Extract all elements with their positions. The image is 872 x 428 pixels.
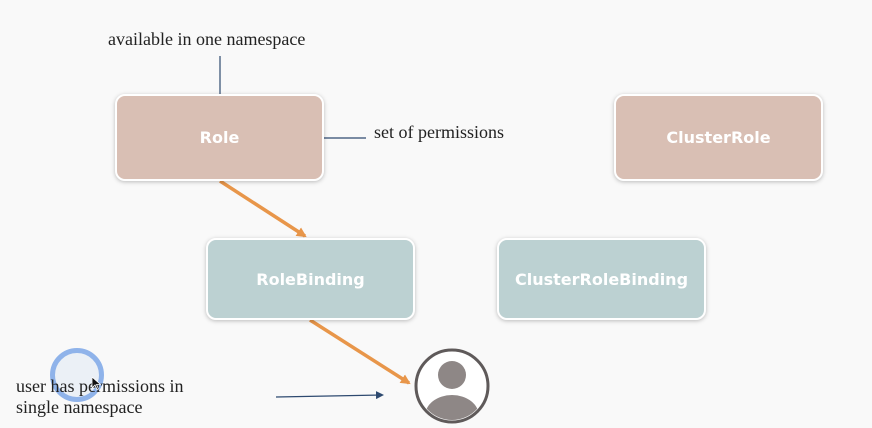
permissions-note: set of permissions <box>374 122 504 142</box>
rolebinding-label: RoleBinding <box>256 269 365 289</box>
clusterrole-label: ClusterRole <box>666 128 771 147</box>
rolebinding-to-user-arrow <box>309 318 411 385</box>
cursor-highlight-ring <box>50 348 104 402</box>
clusterrolebinding-box: ClusterRoleBinding <box>497 238 706 320</box>
role-to-rolebinding-arrow <box>219 179 307 238</box>
user-avatar-icon <box>414 348 490 424</box>
role-label: Role <box>199 128 240 147</box>
rolebinding-box: RoleBinding <box>206 238 415 320</box>
mouse-pointer-icon <box>92 377 101 390</box>
user-note-line-2: single namespace <box>16 397 143 417</box>
user-note-arrow <box>275 391 384 400</box>
clusterrole-box: ClusterRole <box>614 94 823 181</box>
user-permissions-note: user has permissions in single namespace <box>16 376 183 418</box>
user-note-line-1: user has permissions in <box>16 376 184 396</box>
clusterrolebinding-label: ClusterRoleBinding <box>514 269 689 289</box>
role-box: Role <box>115 94 324 181</box>
namespace-note: available in one namespace <box>108 29 306 49</box>
